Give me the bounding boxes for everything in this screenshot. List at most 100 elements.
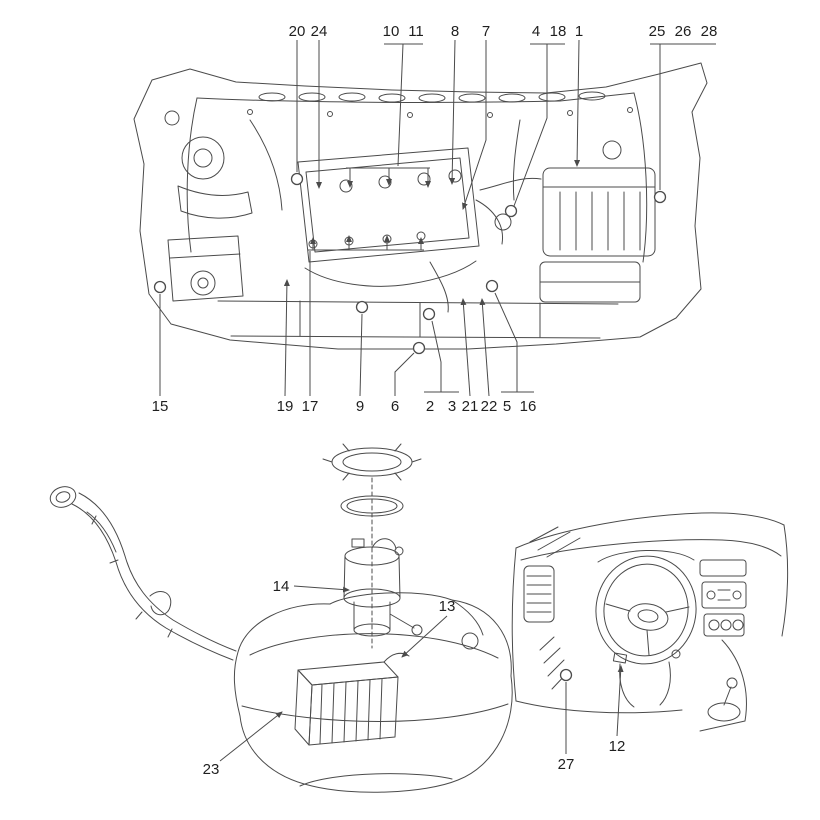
pump-reservoir-base <box>353 623 391 637</box>
leader-line-7 <box>462 40 487 210</box>
windshield-hatch <box>529 526 581 558</box>
callout-label-2: 2 <box>426 398 434 415</box>
leader-line-22 <box>479 298 490 397</box>
float <box>411 624 423 636</box>
bolt <box>487 112 493 118</box>
cowl-vent <box>378 93 406 103</box>
callout-label-11: 11 <box>408 23 424 40</box>
center-console <box>699 639 747 732</box>
strut-cap <box>602 140 622 160</box>
intake-manifold <box>304 260 477 287</box>
callout-label-28: 28 <box>701 23 718 40</box>
air-duct <box>177 185 253 219</box>
callout-label-22: 22 <box>481 398 498 415</box>
leader-line <box>431 320 442 392</box>
tank-sump <box>299 773 453 787</box>
harness-line <box>249 119 283 211</box>
left-box-line <box>169 253 241 259</box>
pump-port <box>394 546 404 556</box>
cluster-hood <box>597 549 695 563</box>
steering-column-left <box>619 663 635 708</box>
pulley-hub <box>197 277 209 289</box>
callout-label-21: 21 <box>462 398 479 415</box>
pump-hose <box>371 538 397 550</box>
callout-label-16: 16 <box>520 398 537 415</box>
hood-opening-top <box>196 92 635 103</box>
vacuum-hose <box>479 177 542 191</box>
callout-label-15: 15 <box>152 398 169 415</box>
bolt <box>627 107 633 113</box>
location-marker <box>504 204 518 218</box>
column-switch <box>612 652 628 664</box>
leader-line-19 <box>283 279 290 397</box>
hose-clamps <box>91 515 173 638</box>
fuel-tank-outline <box>233 592 513 793</box>
steering-wheel-emblem <box>637 609 659 623</box>
steering-wheel-spokes <box>605 603 690 656</box>
breather-hose <box>86 511 117 553</box>
engine-bay-body-outline <box>133 62 708 350</box>
callout-label-13: 13 <box>439 598 456 615</box>
callout-label-8: 8 <box>451 23 459 40</box>
leader-line <box>513 44 548 207</box>
callout-label-20: 20 <box>289 23 306 40</box>
left-box <box>167 235 244 302</box>
exhaust-pipe <box>429 261 449 313</box>
cowl-vent <box>498 93 526 103</box>
bolt <box>247 109 253 115</box>
location-marker-27 <box>559 668 573 682</box>
dash-lower-edge <box>515 700 683 714</box>
hood-opening-right <box>633 92 648 263</box>
shifter-base <box>707 702 741 722</box>
callout-label-6: 6 <box>391 398 399 415</box>
audio-display-lines <box>717 589 731 601</box>
harness-line <box>512 119 521 201</box>
location-marker-6 <box>412 341 426 355</box>
callout-label-17: 17 <box>302 398 319 415</box>
fusebox-ribs <box>559 191 641 251</box>
breather-loop <box>149 591 172 616</box>
leader-line-1 <box>574 39 581 167</box>
callout-label-19: 19 <box>277 398 294 415</box>
bolt <box>567 110 573 116</box>
shifter-knob <box>726 677 738 689</box>
hvac-panel <box>703 613 745 637</box>
hvac-knob <box>732 619 744 631</box>
subframe-upper <box>217 300 619 305</box>
bolt <box>327 111 333 117</box>
leader-line-14 <box>293 585 350 593</box>
filler-cap <box>49 486 77 508</box>
callout-label-27: 27 <box>558 756 575 773</box>
tank-seam <box>241 703 509 722</box>
reservoir-cap <box>181 136 225 180</box>
callout-label-14: 14 <box>273 578 290 595</box>
callout-label-5: 5 <box>503 398 511 415</box>
hood-opening-left <box>186 97 198 253</box>
leader-line <box>397 43 404 167</box>
audio-unit <box>701 581 747 609</box>
center-air-vent <box>699 559 747 577</box>
engine-bay-illustration <box>133 62 708 350</box>
callout-label-24: 24 <box>311 23 328 40</box>
location-marker <box>653 190 667 204</box>
steering-wheel-rim <box>595 555 697 665</box>
cowl-vent <box>418 93 446 103</box>
valve-cover <box>297 147 480 263</box>
dashboard-illustration <box>511 512 789 732</box>
strut-bolt <box>164 110 180 126</box>
steering-column-right <box>659 661 671 706</box>
canister-side <box>294 669 313 746</box>
location-marker-20 <box>290 172 304 186</box>
subframe-lower <box>230 335 601 339</box>
canister-ribs <box>319 678 383 745</box>
leader-line-6 <box>394 352 415 396</box>
pump-connector <box>351 538 365 548</box>
tank-top-contour <box>249 633 499 659</box>
battery-fusebox <box>542 167 656 257</box>
steering-wheel-hub <box>627 603 669 631</box>
location-marker <box>422 307 436 321</box>
cowl-vent <box>298 92 326 102</box>
location-marker-15 <box>153 280 167 294</box>
